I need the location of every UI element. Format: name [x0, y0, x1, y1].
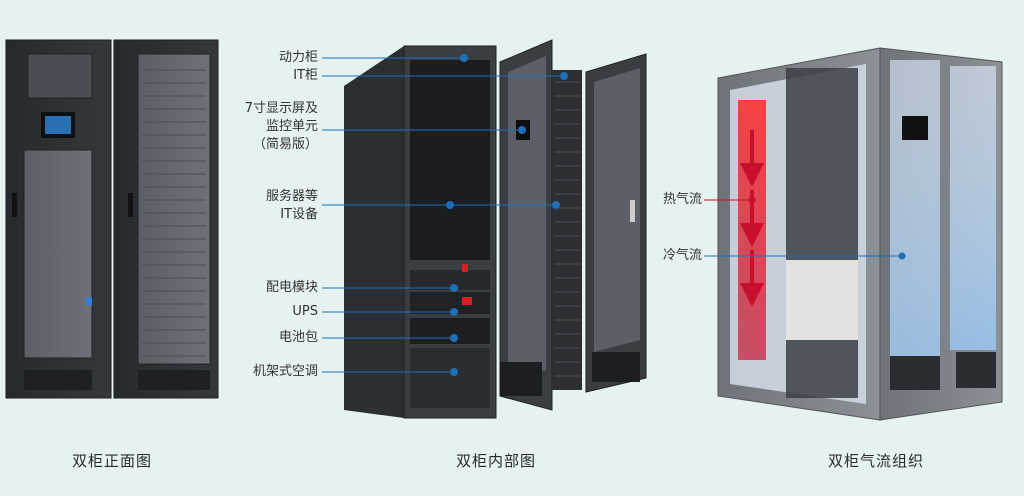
interior-left-side-panel [344, 46, 404, 418]
caption-airflow-view: 双柜气流组织 [828, 452, 925, 470]
front-left-door-glass [23, 149, 93, 359]
callout-dot-hot [748, 196, 756, 204]
interior-door-1-fans [500, 362, 542, 396]
callout-dot-cold [898, 252, 906, 260]
callout-dot-it [560, 72, 568, 80]
interior-upper-bay [410, 60, 490, 260]
front-display-content [45, 116, 71, 134]
interior-pdu-led [462, 264, 468, 272]
airflow-vent-2 [890, 356, 940, 390]
airflow-vent [956, 352, 996, 388]
front-view-cabinets [5, 39, 219, 399]
airflow-equipment-block [786, 260, 858, 340]
callout-dot-battery [450, 334, 458, 342]
label-pdu-module: 配电模块 [265, 280, 318, 295]
interior-door-2-handle [630, 200, 635, 222]
caption-interior-view: 双柜内部图 [456, 452, 537, 470]
airflow-rack [786, 68, 858, 398]
front-right-handle [128, 193, 133, 217]
callout-dot-power [460, 54, 468, 62]
callout-dot-display [518, 126, 526, 134]
callout-dot-ac [450, 368, 458, 376]
callout-dot-servers-1 [446, 201, 454, 209]
label-rack-ac: 机架式空调 [252, 364, 318, 379]
interior-view [344, 39, 647, 419]
callout-dot-ups [450, 308, 458, 316]
airflow-view [717, 47, 1003, 421]
front-rack-lines [142, 69, 206, 357]
interior-door-2-fans [592, 352, 640, 382]
interior-ups-led [462, 297, 472, 305]
label-display-unit: 7寸显示屏及 监控单元 （简易版） [244, 101, 318, 152]
interior-ups [410, 292, 490, 314]
front-top-panel [27, 53, 93, 99]
interior-door-2-glass [594, 68, 640, 352]
interior-it-rack [552, 70, 582, 390]
label-power-cabinet: 动力柜 [278, 50, 318, 65]
cold-air-flow-2 [950, 66, 996, 350]
label-cold-air: 冷气流 [662, 248, 702, 263]
label-hot-air: 热气流 [662, 192, 702, 207]
front-indicator-led [86, 297, 92, 305]
airflow-display [902, 116, 928, 140]
front-left-vent [24, 370, 92, 390]
front-right-vent [138, 370, 210, 390]
label-it-equipment: 服务器等 IT设备 [265, 189, 318, 222]
interior-door-1-glass [508, 56, 546, 382]
callout-dot-servers-2 [552, 201, 560, 209]
callout-dot-pdu [450, 284, 458, 292]
label-battery-pack: 电池包 [278, 330, 318, 345]
airflow-callouts [704, 196, 906, 260]
interior-pdu-module [410, 270, 490, 290]
interior-rack-ac [410, 348, 490, 408]
interior-callouts [322, 54, 568, 376]
front-left-handle [12, 193, 17, 217]
label-ups: UPS [292, 304, 318, 319]
label-it-cabinet: IT柜 [293, 68, 318, 83]
caption-front-view: 双柜正面图 [72, 452, 153, 470]
front-right-door-glass [137, 53, 211, 365]
interior-rack-lines [555, 81, 579, 377]
cold-air-flow-1 [890, 60, 940, 390]
interior-battery-pack [410, 318, 490, 344]
